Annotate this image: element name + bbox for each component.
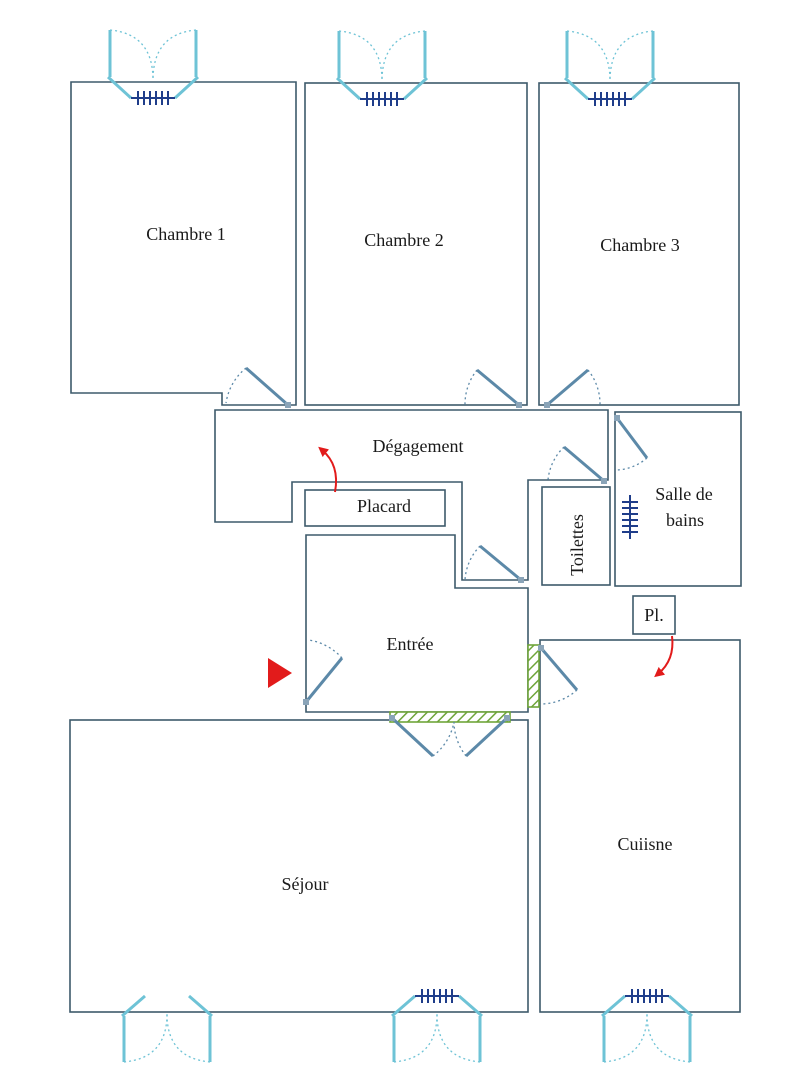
room-degagement xyxy=(214,409,609,581)
label-chambre-1: Chambre 1 xyxy=(146,224,225,244)
radiator-icon xyxy=(131,91,175,105)
hatched-wall-entree-right xyxy=(527,644,540,708)
door-icon xyxy=(538,645,579,705)
label-salle-de-bains-line-2: bains xyxy=(666,510,704,530)
room-salle-de-bains xyxy=(614,411,742,587)
door-icon xyxy=(547,445,607,484)
room-pl xyxy=(632,595,676,635)
window-icon xyxy=(121,994,213,1063)
window-icon xyxy=(335,30,429,101)
window-icon xyxy=(601,994,693,1063)
room-toilettes xyxy=(541,486,611,586)
label-sejour: Séjour xyxy=(282,874,329,894)
room-chambre-1 xyxy=(70,81,297,406)
door-icon xyxy=(464,544,524,583)
radiators xyxy=(131,91,669,1003)
door-icon xyxy=(544,368,601,408)
room-sejour xyxy=(69,719,529,1013)
label-cuisine: Cuiisne xyxy=(617,834,672,854)
label-chambre-3: Chambre 3 xyxy=(600,235,679,255)
label-placard: Placard xyxy=(357,496,411,516)
curved-arrow-icon xyxy=(318,446,338,493)
doors xyxy=(225,366,649,758)
door-icon xyxy=(389,715,455,758)
radiator-icon xyxy=(360,92,404,106)
window-icon xyxy=(563,30,657,101)
radiator-icon xyxy=(415,989,459,1003)
bottom-windows xyxy=(121,994,693,1063)
curved-arrow-icon xyxy=(654,635,674,678)
radiator-icon xyxy=(622,495,638,539)
door-icon xyxy=(464,368,522,408)
room-cuisine xyxy=(539,639,741,1013)
window-icon xyxy=(106,29,200,100)
hatched-wall-entree-bottom xyxy=(389,711,511,723)
top-windows xyxy=(106,29,657,101)
entrance-arrow-icon xyxy=(268,658,292,688)
door-icon xyxy=(225,366,291,408)
room-chambre-2 xyxy=(304,82,528,406)
label-pl: Pl. xyxy=(644,605,664,625)
door-icon xyxy=(614,415,649,471)
door-icon xyxy=(303,639,344,705)
room-entree xyxy=(305,534,529,713)
window-icon xyxy=(391,994,483,1063)
room-chambre-3 xyxy=(538,82,740,406)
label-chambre-2: Chambre 2 xyxy=(364,230,443,250)
radiator-icon xyxy=(625,989,669,1003)
door-icon xyxy=(453,715,510,758)
radiator-icon xyxy=(588,92,632,106)
label-toilettes: Toilettes xyxy=(567,514,587,576)
label-degagement: Dégagement xyxy=(373,436,464,456)
label-salle-de-bains-line-1: Salle de xyxy=(655,484,712,504)
room-placard xyxy=(304,489,446,527)
label-entree: Entrée xyxy=(387,634,434,654)
